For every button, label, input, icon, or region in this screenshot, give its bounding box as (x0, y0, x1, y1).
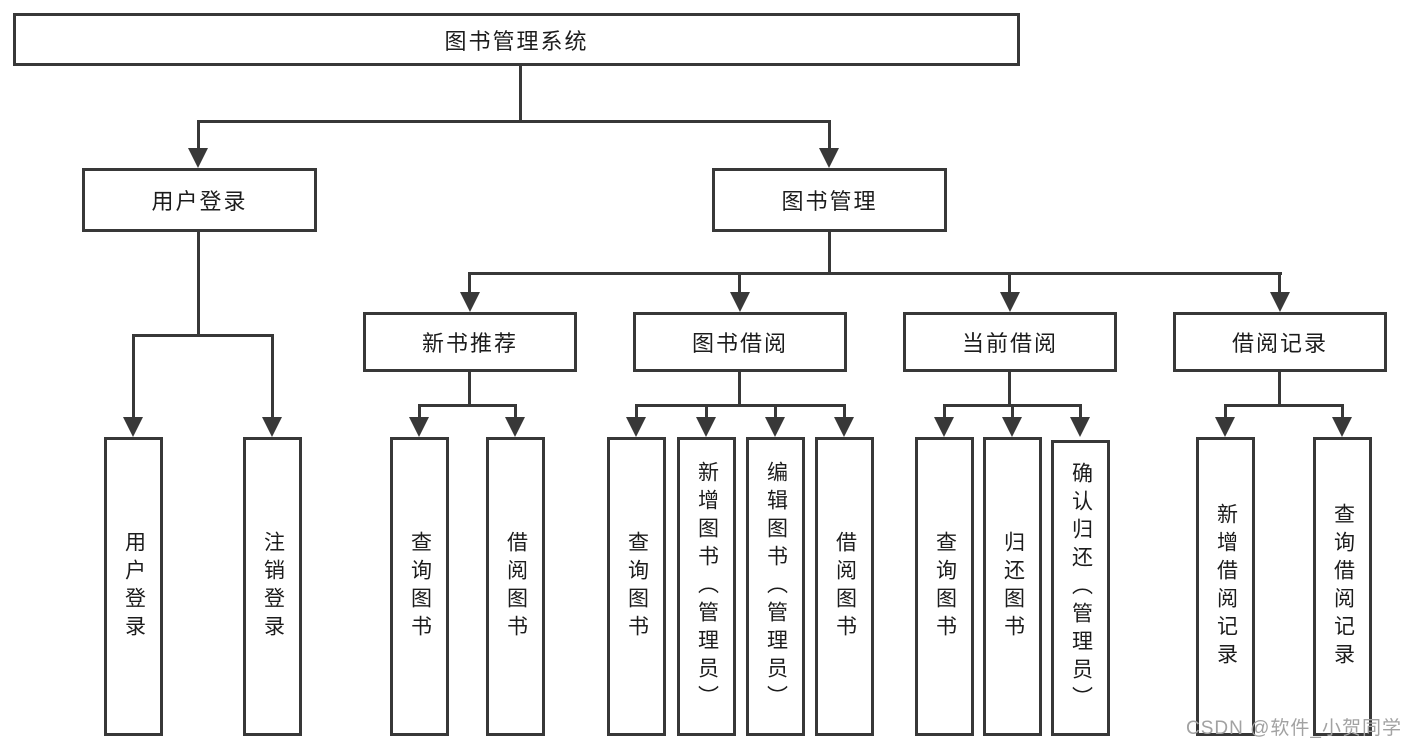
node-ul-login: 用户登录 (104, 437, 163, 736)
node-ul-logout: 注销登录 (243, 437, 302, 736)
arrowhead-book-mgmt (819, 148, 839, 168)
node-new-books-label: 新书推荐 (421, 331, 518, 356)
node-root-label: 图书管理系统 (444, 28, 589, 54)
node-new-books: 新书推荐 (363, 312, 577, 372)
arrowhead-bw-borrow (834, 417, 854, 437)
connector-new-books-split (418, 404, 517, 407)
connector-root-split (197, 120, 831, 123)
arrowhead-current (1000, 292, 1020, 312)
node-cu-return: 归还图书 (983, 437, 1042, 736)
node-bw-add-label: 新增图书（管理员） (695, 460, 719, 713)
node-bw-borrow-label: 借阅图书 (833, 530, 857, 643)
node-bw-edit: 编辑图书（管理员） (746, 437, 805, 736)
arrowhead-records (1270, 292, 1290, 312)
node-current-label: 当前借阅 (961, 331, 1058, 356)
node-rc-query: 查询借阅记录 (1313, 437, 1372, 736)
node-borrow: 图书借阅 (633, 312, 847, 372)
node-root: 图书管理系统 (13, 13, 1020, 66)
arrowhead-new-books (460, 292, 480, 312)
connector-book-mgmt-stem (828, 232, 831, 275)
connector-drop-book-mgmt (828, 120, 831, 150)
connector-book-mgmt-split (468, 272, 1282, 275)
connector-user-login-split (132, 334, 274, 337)
arrowhead-ul-login (123, 417, 143, 437)
connector-drop-ul-logout (271, 334, 274, 419)
arrowhead-bw-edit (765, 417, 785, 437)
node-user-login-label: 用户登录 (151, 189, 248, 214)
connector-drop-current (1008, 272, 1011, 295)
connector-drop-ul-login (132, 334, 135, 419)
node-ul-login-label: 用户登录 (122, 530, 146, 643)
arrowhead-nb-query (409, 417, 429, 437)
arrowhead-cu-confirm (1070, 417, 1090, 437)
node-cu-return-label: 归还图书 (1001, 530, 1025, 643)
node-book-mgmt: 图书管理 (712, 168, 947, 232)
connector-drop-records (1278, 272, 1281, 295)
arrowhead-user-login (188, 148, 208, 168)
arrowhead-rc-add (1215, 417, 1235, 437)
connector-drop-bw-add (705, 404, 708, 419)
node-cu-query: 查询图书 (915, 437, 974, 736)
connector-borrow-stem (738, 372, 741, 407)
connector-user-login-stem (197, 232, 200, 334)
connector-new-books-stem (468, 372, 471, 407)
connector-drop-bw-edit (774, 404, 777, 419)
connector-drop-cu-query (943, 404, 946, 419)
node-nb-borrow-label: 借阅图书 (504, 530, 528, 643)
arrowhead-bw-query (626, 417, 646, 437)
node-ul-logout-label: 注销登录 (261, 530, 285, 643)
node-cu-query-label: 查询图书 (933, 530, 957, 643)
node-nb-query: 查询图书 (390, 437, 449, 736)
node-cu-confirm-label: 确认归还（管理员） (1069, 462, 1093, 714)
node-user-login: 用户登录 (82, 168, 317, 232)
connector-drop-cu-confirm (1079, 404, 1082, 419)
connector-drop-borrow (738, 272, 741, 295)
csdn-watermark: CSDN @软件_小贺同学 (1186, 718, 1402, 739)
node-bw-query: 查询图书 (607, 437, 666, 736)
arrowhead-ul-logout (262, 417, 282, 437)
node-rc-query-label: 查询借阅记录 (1331, 502, 1355, 671)
connector-drop-nb-borrow (514, 404, 517, 419)
arrowhead-rc-query (1332, 417, 1352, 437)
connector-drop-user-login (197, 120, 200, 150)
connector-drop-nb-query (418, 404, 421, 419)
connector-root-stem (519, 66, 522, 120)
node-bw-query-label: 查询图书 (625, 530, 649, 643)
connector-drop-rc-query (1341, 404, 1344, 419)
node-bw-borrow: 借阅图书 (815, 437, 874, 736)
connector-drop-cu-return (1011, 404, 1014, 419)
connector-drop-new-books (468, 272, 471, 295)
arrowhead-cu-query (934, 417, 954, 437)
connector-drop-bw-borrow (843, 404, 846, 419)
node-book-mgmt-label: 图书管理 (781, 189, 878, 214)
connector-current-stem (1008, 372, 1011, 407)
node-bw-edit-label: 编辑图书（管理员） (764, 460, 788, 713)
node-bw-add: 新增图书（管理员） (677, 437, 736, 736)
node-records-label: 借阅记录 (1231, 331, 1328, 356)
connector-drop-rc-add (1224, 404, 1227, 419)
arrowhead-cu-return (1002, 417, 1022, 437)
node-borrow-label: 图书借阅 (691, 331, 788, 356)
connector-drop-bw-query (635, 404, 638, 419)
arrowhead-bw-add (696, 417, 716, 437)
node-rc-add-label: 新增借阅记录 (1214, 502, 1238, 671)
connector-records-split (1224, 404, 1344, 407)
node-rc-add: 新增借阅记录 (1196, 437, 1255, 736)
connector-records-stem (1278, 372, 1281, 407)
node-cu-confirm: 确认归还（管理员） (1051, 440, 1110, 736)
arrowhead-borrow (730, 292, 750, 312)
node-records: 借阅记录 (1173, 312, 1387, 372)
node-nb-query-label: 查询图书 (408, 530, 432, 643)
arrowhead-nb-borrow (505, 417, 525, 437)
connector-borrow-split (635, 404, 846, 407)
node-current: 当前借阅 (903, 312, 1117, 372)
node-nb-borrow: 借阅图书 (486, 437, 545, 736)
